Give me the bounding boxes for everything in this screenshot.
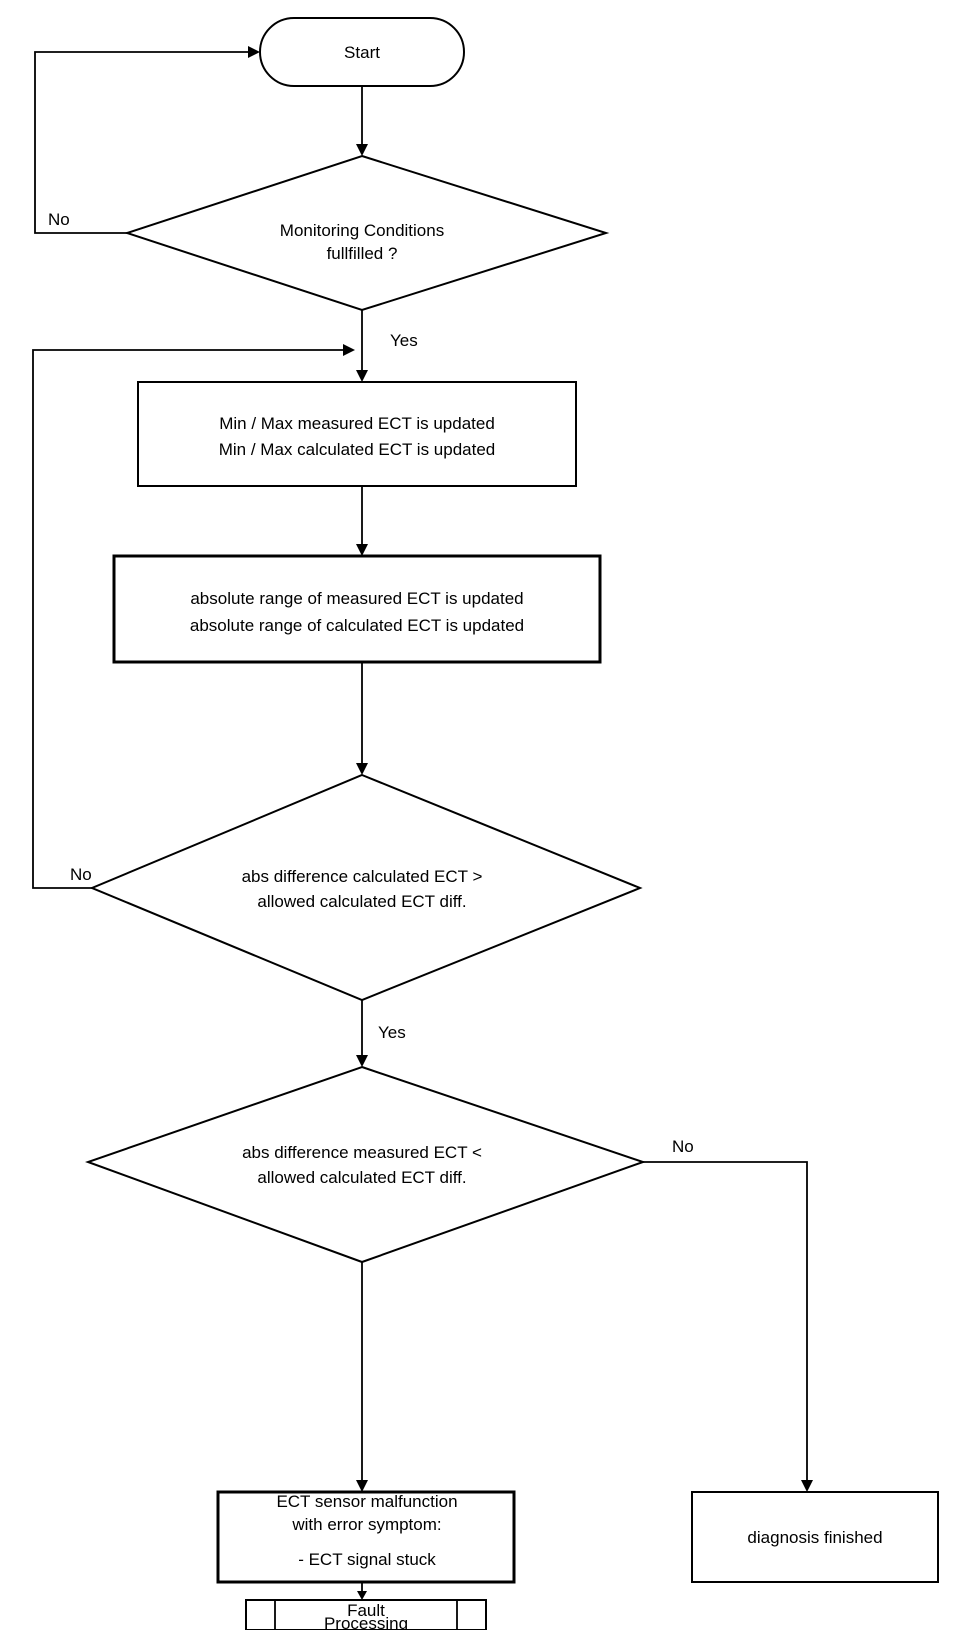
range-line-1: absolute range of measured ECT is update… (190, 589, 523, 608)
decision-calculated-diff: abs difference calculated ECT > allowed … (89, 773, 643, 1002)
predefined-process-fault-processing: Fault Processing (245, 1599, 487, 1630)
start-label: Start (344, 43, 380, 62)
branch-labels: No Yes No Yes No (48, 210, 694, 1156)
decision-monitoring-conditions: Monitoring Conditions fullfilled ? (123, 154, 610, 312)
decision-monitoring-line-1: Monitoring Conditions (280, 221, 444, 240)
range-line-2: absolute range of calculated ECT is upda… (190, 616, 524, 635)
connector-lines (32, 46, 813, 1600)
minmax-line-1: Min / Max measured ECT is updated (219, 414, 495, 433)
decision-calc-line-2: allowed calculated ECT diff. (257, 892, 466, 911)
label-no-meas-diff: No (672, 1137, 694, 1156)
label-no-calc-diff: No (70, 865, 92, 884)
process-box-malfunction: ECT sensor malfunction with error sympto… (216, 1490, 516, 1584)
diagnosis-finished-label: diagnosis finished (747, 1528, 882, 1547)
minmax-line-2: Min / Max calculated ECT is updated (219, 440, 496, 459)
decision-measured-diff: abs difference measured ECT < allowed ca… (85, 1065, 647, 1264)
malfunction-line-2: with error symptom: (291, 1515, 441, 1534)
decision-meas-line-2: allowed calculated ECT diff. (257, 1168, 466, 1187)
decision-meas-line-1: abs difference measured ECT < (242, 1143, 482, 1162)
decision-calc-line-1: abs difference calculated ECT > (242, 867, 483, 886)
malfunction-line-1: ECT sensor malfunction (276, 1492, 457, 1511)
label-yes-monitoring: Yes (390, 331, 418, 350)
process-box-range: absolute range of measured ECT is update… (112, 554, 602, 664)
fault-processing-line-1: Fault (347, 1601, 385, 1620)
label-no-monitoring: No (48, 210, 70, 229)
fault-processing-line-2: Processing (324, 1614, 408, 1630)
decision-monitoring-line-2: fullfilled ? (327, 244, 398, 263)
malfunction-line-3: - ECT signal stuck (298, 1550, 436, 1569)
start-terminal: Start (259, 17, 465, 87)
process-box-minmax: Min / Max measured ECT is updated Min / … (137, 381, 577, 487)
terminal-box-diagnosis-finished: diagnosis finished (691, 1491, 939, 1583)
label-yes-calc-diff: Yes (378, 1023, 406, 1042)
